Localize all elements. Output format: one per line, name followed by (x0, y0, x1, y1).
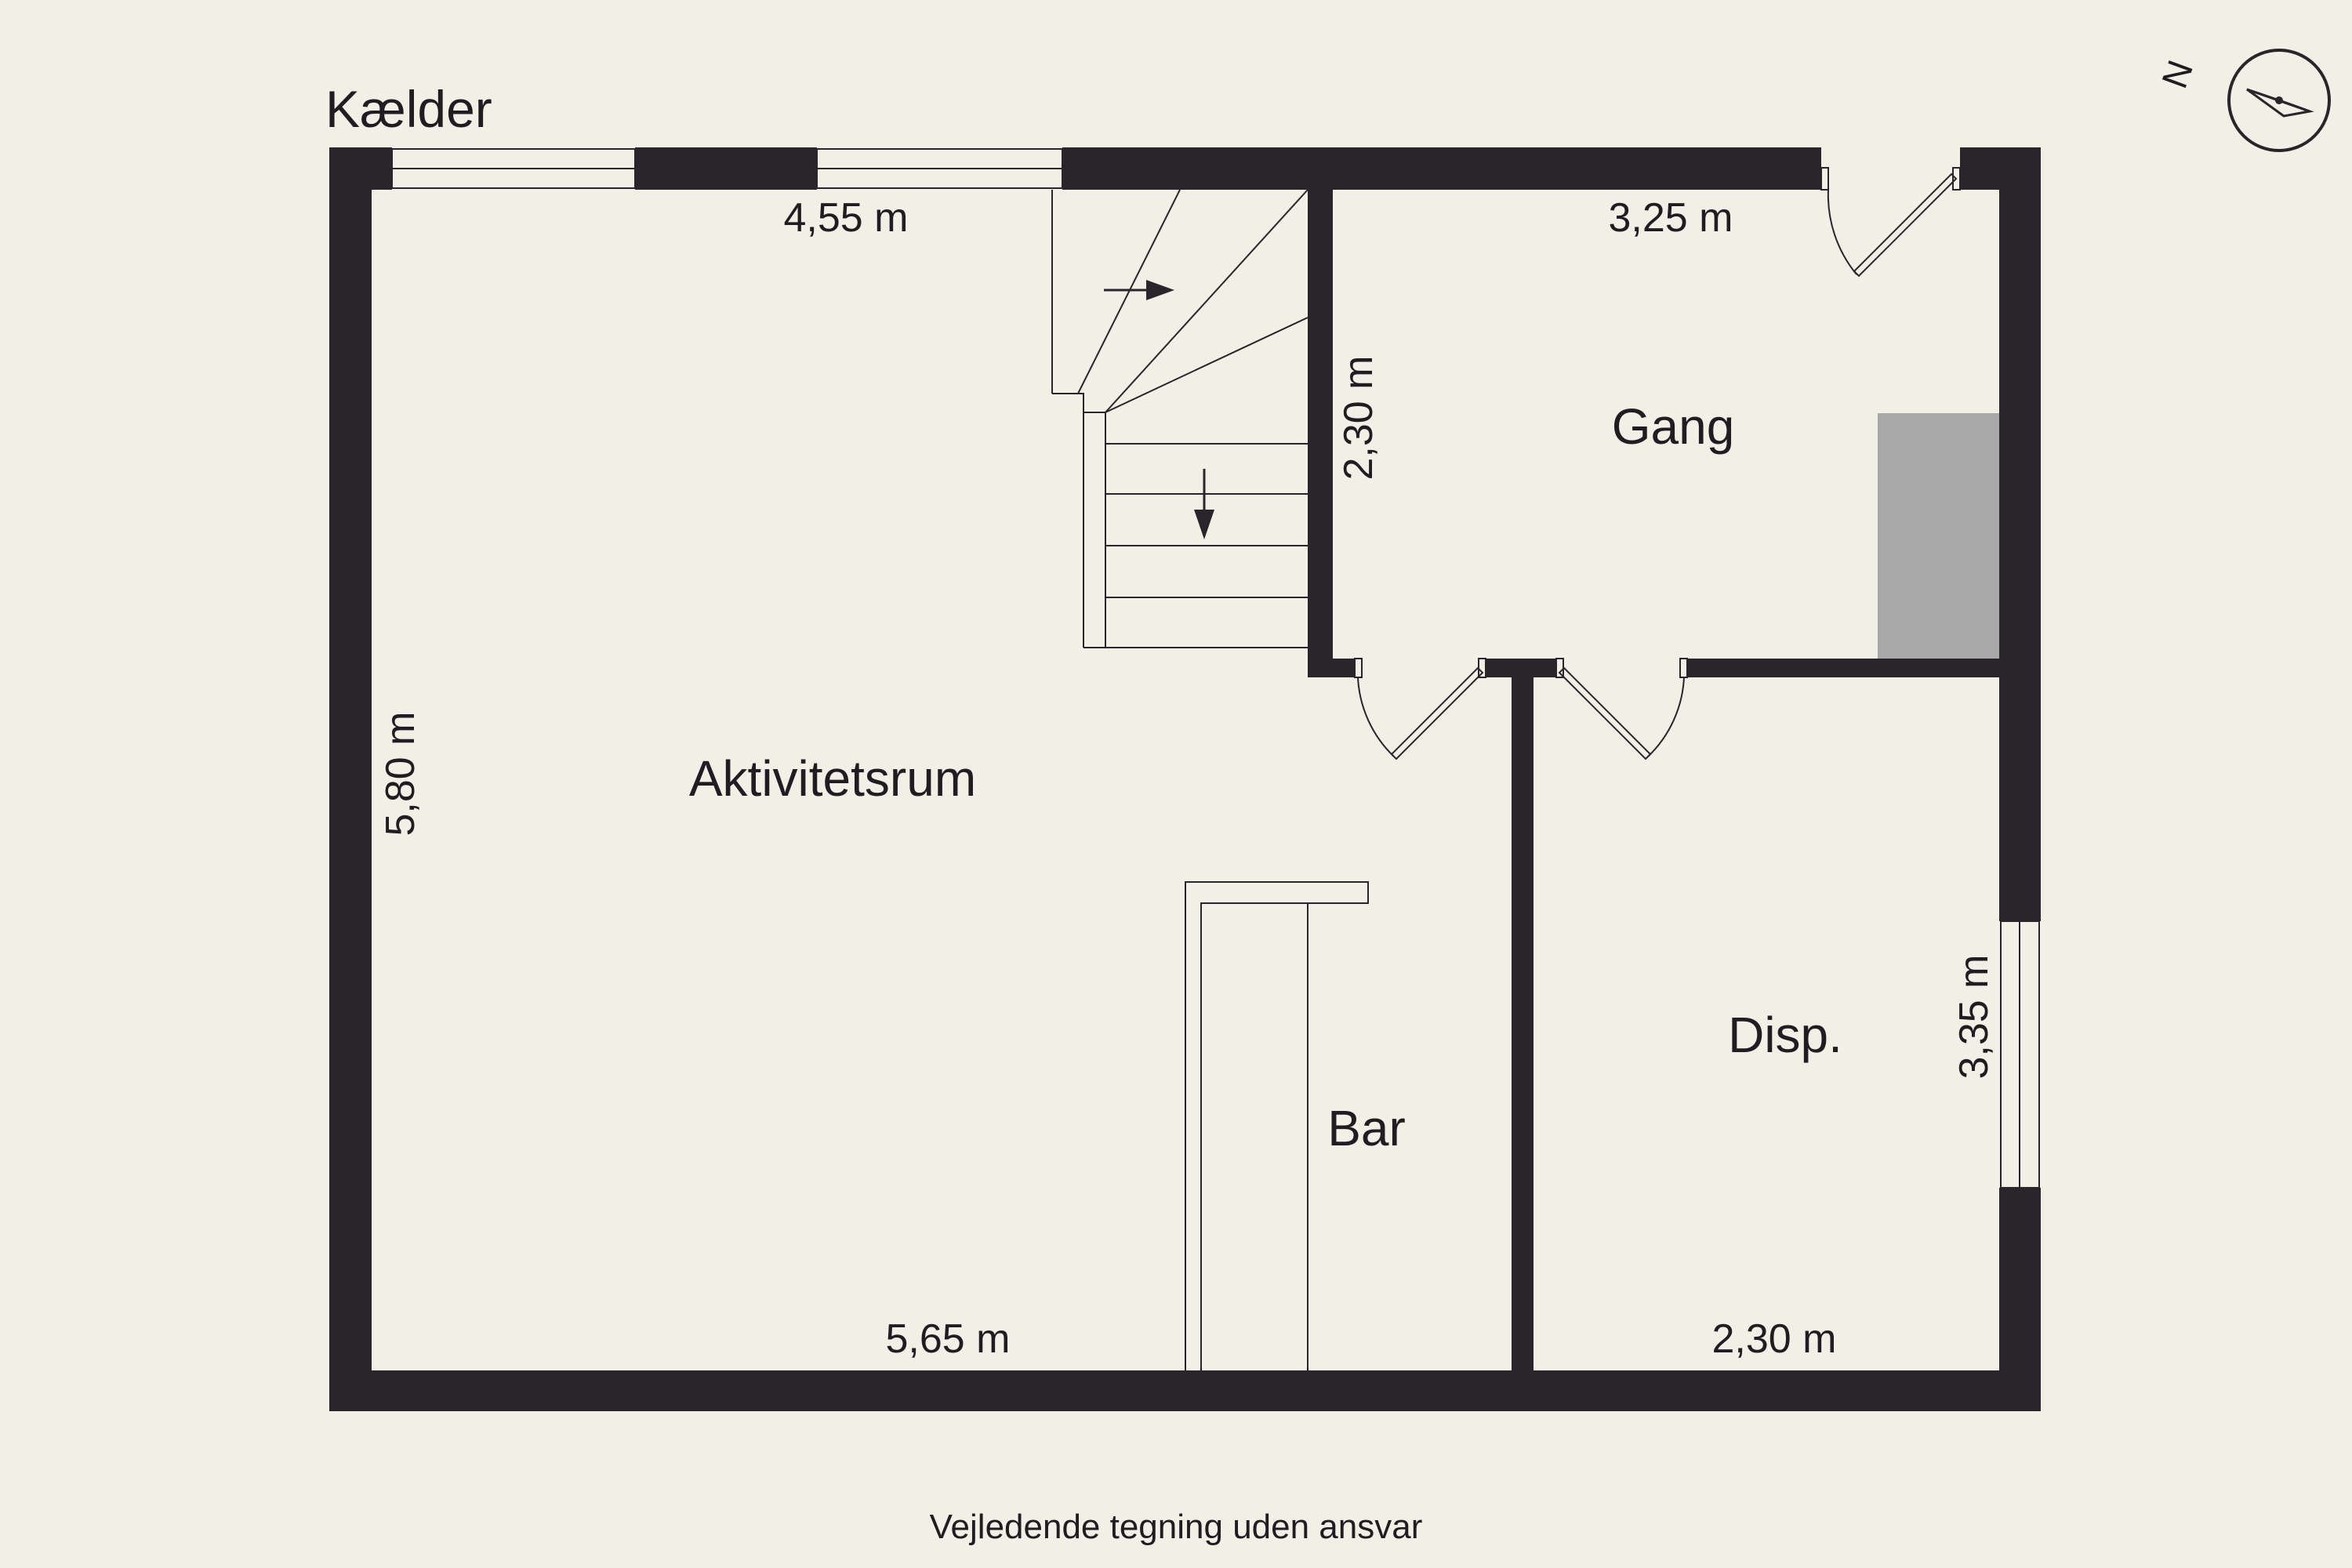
dimension-top-left: 4,55 m (784, 195, 909, 241)
room-label-disp: Disp. (1728, 1007, 1842, 1063)
compass-icon (2227, 49, 2331, 152)
dimension-left-wall: 5,80 m (378, 712, 423, 837)
dimension-top-right: 3,25 m (1609, 195, 1733, 241)
door-gang-aktivitetsrum (1354, 658, 1486, 760)
window-right (2000, 920, 2040, 1189)
appliance-block (1878, 413, 1999, 659)
room-label-gang: Gang (1612, 398, 1735, 455)
bar-counter (1185, 881, 1369, 1370)
room-label-bar: Bar (1327, 1100, 1406, 1156)
window-top-left-2 (816, 148, 1063, 189)
stair-direction-arrow-down (1194, 469, 1214, 539)
entrance-door (1820, 167, 1961, 278)
window-top-left-1 (391, 148, 636, 189)
floor-label: Kælder (325, 80, 492, 138)
stair-direction-arrow-right (1104, 280, 1174, 300)
dimension-bottom-right: 2,30 m (1712, 1316, 1837, 1362)
dimension-stair-wall: 2,30 m (1336, 356, 1381, 481)
staircase (1051, 189, 1308, 648)
door-gang-disp (1555, 658, 1688, 760)
compass-north-label: N (2154, 55, 2201, 93)
footer-note: Vejledende tegning uden ansvar (930, 1508, 1423, 1546)
dimension-bottom-left: 5,65 m (886, 1316, 1011, 1362)
outer-walls (329, 147, 2041, 1411)
room-label-aktivitetsrum: Aktivitetsrum (689, 750, 976, 807)
interior-walls (1308, 190, 1999, 1370)
dimension-right-wall: 3,35 m (1951, 955, 1997, 1080)
